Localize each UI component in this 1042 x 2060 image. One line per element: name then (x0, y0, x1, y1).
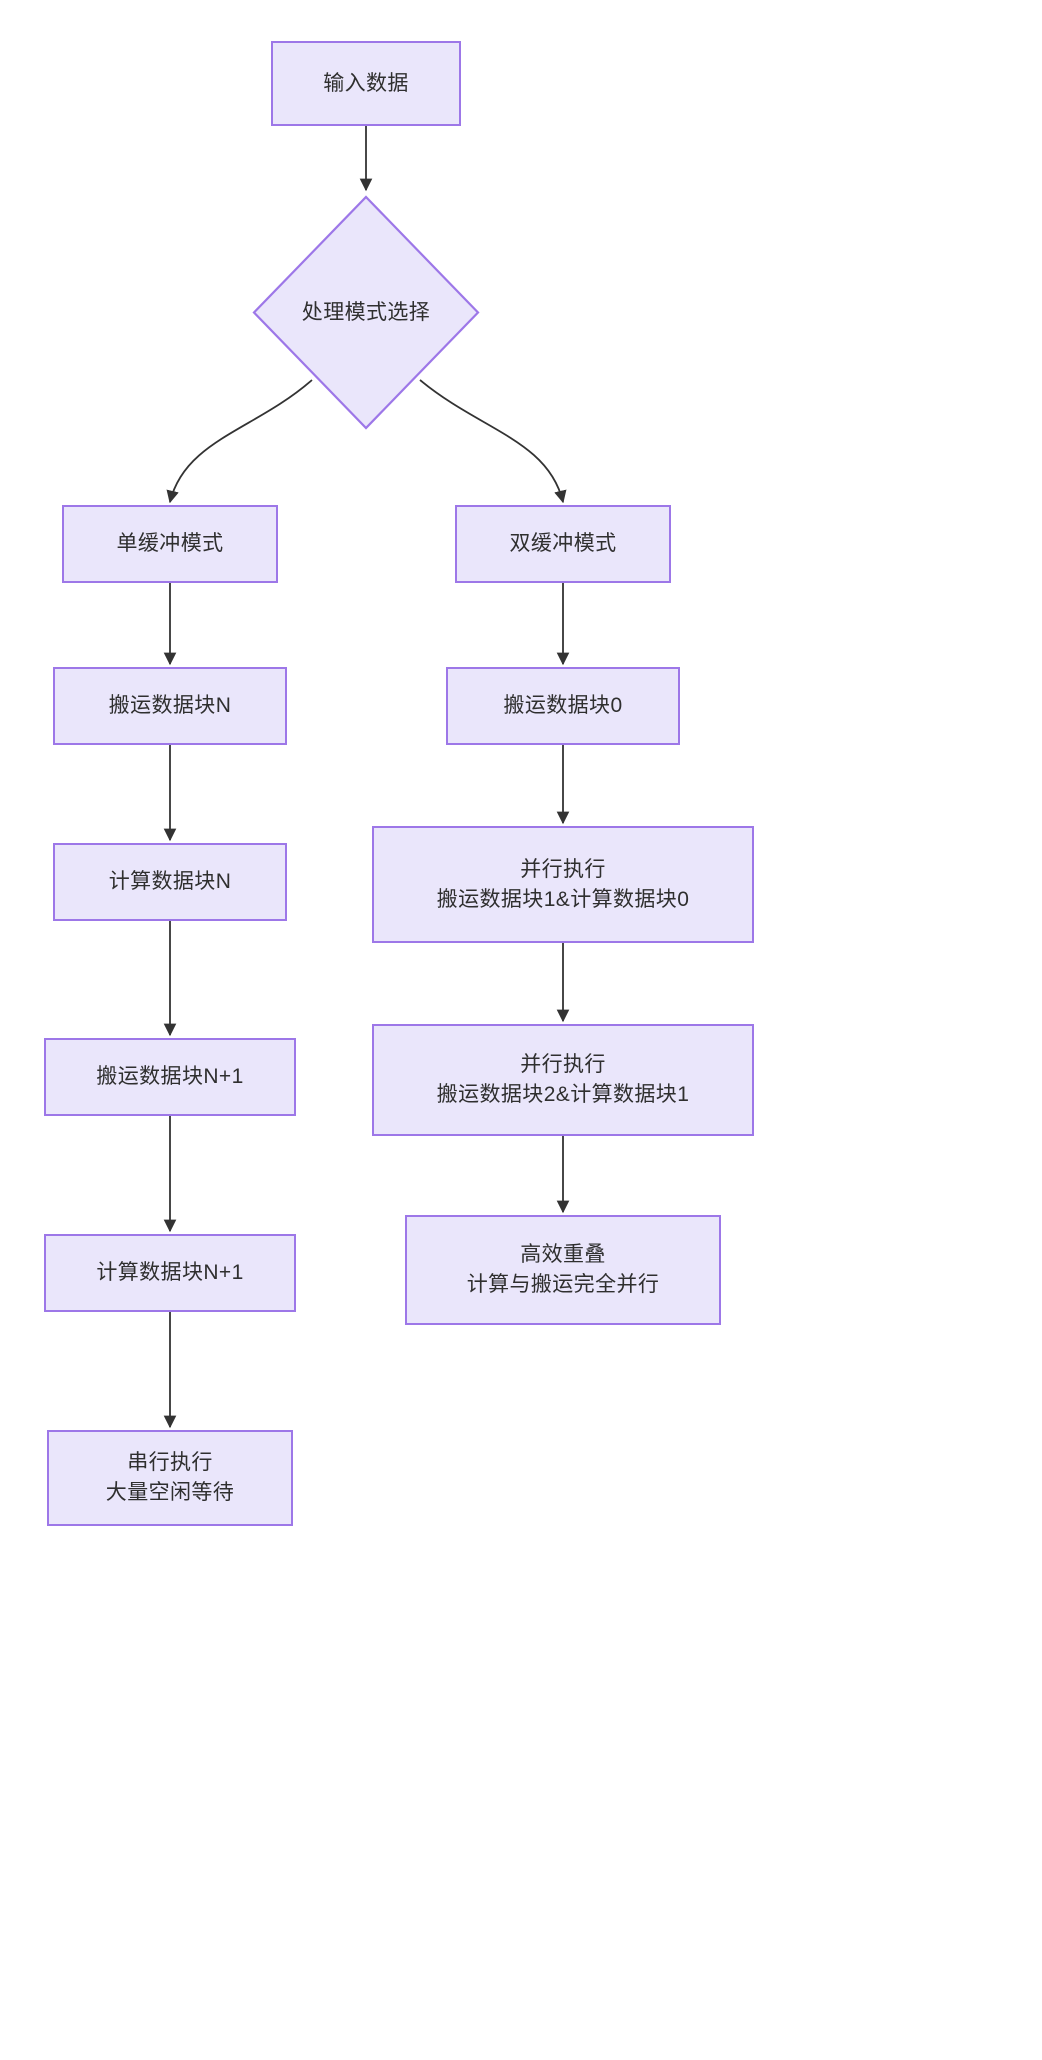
node-serial-execution[interactable]: 串行执行 大量空闲等待 (47, 1430, 293, 1526)
node-move-block-n[interactable]: 搬运数据块N (53, 667, 287, 745)
diamond-shape (252, 195, 480, 430)
node-input[interactable]: 输入数据 (271, 41, 461, 126)
node-calc-block-n-plus-1-label: 计算数据块N+1 (96, 1261, 244, 1285)
node-single-buffer-mode-label: 单缓冲模式 (116, 532, 224, 556)
node-move-block-n-label: 搬运数据块N (108, 694, 232, 718)
node-processing-mode-decision[interactable]: 处理模式选择 (252, 195, 480, 430)
node-move-block-0-label: 搬运数据块0 (503, 694, 623, 718)
node-parallel-exec-1[interactable]: 并行执行 搬运数据块1&计算数据块0 (372, 826, 754, 943)
node-double-buffer-mode[interactable]: 双缓冲模式 (455, 505, 671, 583)
node-processing-mode-label: 处理模式选择 (301, 300, 431, 324)
node-parallel-exec-1-label: 并行执行 搬运数据块1&计算数据块0 (436, 857, 690, 911)
node-single-buffer-mode[interactable]: 单缓冲模式 (62, 505, 278, 583)
node-input-label: 输入数据 (323, 71, 409, 95)
node-move-block-n-plus-1-label: 搬运数据块N+1 (96, 1065, 244, 1089)
node-calc-block-n-plus-1[interactable]: 计算数据块N+1 (44, 1234, 296, 1312)
node-move-block-n-plus-1[interactable]: 搬运数据块N+1 (44, 1038, 296, 1116)
node-parallel-exec-2[interactable]: 并行执行 搬运数据块2&计算数据块1 (372, 1024, 754, 1136)
node-move-block-0[interactable]: 搬运数据块0 (446, 667, 680, 745)
node-efficient-overlap[interactable]: 高效重叠 计算与搬运完全并行 (405, 1215, 721, 1325)
node-efficient-overlap-label: 高效重叠 计算与搬运完全并行 (466, 1243, 660, 1296)
node-double-buffer-mode-label: 双缓冲模式 (509, 532, 617, 556)
node-serial-execution-label: 串行执行 大量空闲等待 (105, 1451, 235, 1504)
node-parallel-exec-2-label: 并行执行 搬运数据块2&计算数据块1 (436, 1053, 690, 1106)
node-calc-block-n[interactable]: 计算数据块N (53, 843, 287, 921)
node-calc-block-n-label: 计算数据块N (108, 870, 232, 894)
